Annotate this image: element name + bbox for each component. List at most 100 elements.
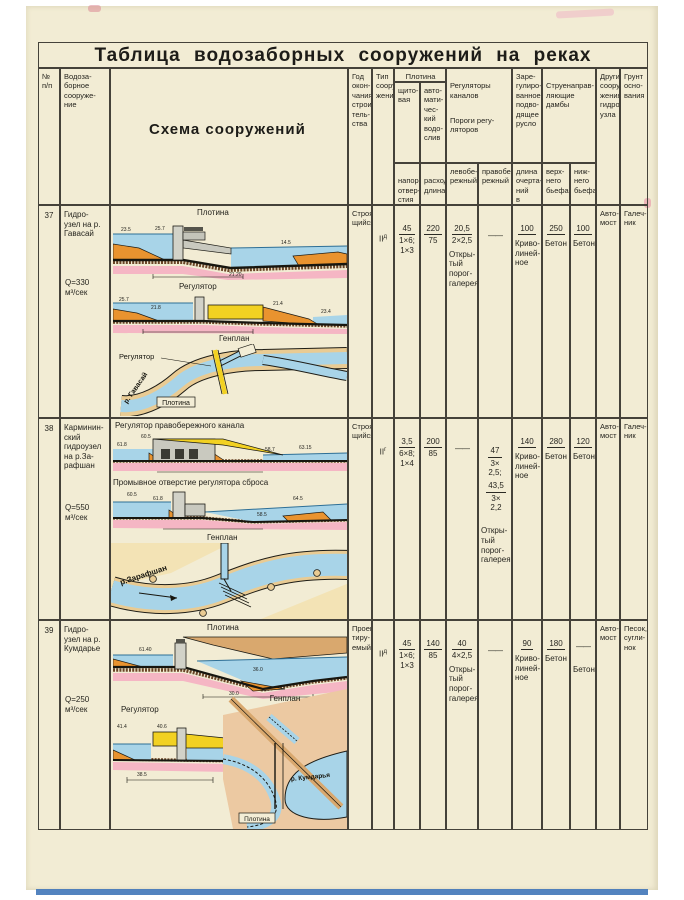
regulator-left-cell: —— (446, 418, 478, 620)
river-name-label: р. Кумдарья (290, 772, 330, 783)
intake-name: Карминин- ский гидроузел на р.За- рафшан (64, 423, 104, 471)
dim-label: 21.8 (151, 305, 161, 311)
value: 3× 2,5; (488, 458, 502, 478)
scheme-header-label: Схема сооружений (149, 121, 306, 138)
value: 47 (488, 446, 502, 458)
value: 1×6; 1×3 (399, 651, 415, 670)
note: Откры- тый порог- галерея (449, 249, 478, 288)
value: 3,5 (399, 437, 415, 449)
dim-label: 38.5 (137, 772, 147, 778)
flush-outlet-section-drawing: 60.5 61.8 64.5 58.5 (113, 491, 347, 530)
scan-edge-line (36, 889, 648, 895)
dim-label: 23.5 (121, 227, 131, 233)
value: 2×2,5 (451, 236, 473, 246)
soil-cell: Галеч- ник (620, 205, 648, 418)
header-col-number: № п/п (38, 68, 60, 205)
value: 100 (574, 224, 592, 236)
dash: —— (576, 641, 591, 651)
header-channel-sub: длина очерта- ний в плане (512, 163, 542, 205)
value: 280 (547, 437, 565, 449)
row-intake-name: Гидро- узел на р. Гавасай Q=330 м³/сек (60, 205, 110, 418)
scheme-cell-38: Регулятор правобережного канала 60.5 61.… (110, 418, 348, 620)
discharge-value: Q=250 м³/сек (65, 695, 90, 714)
header-dam-auto: авто- мати- чес- кий водо- слив (420, 82, 446, 163)
header-dam-auto-sub: расход длина (420, 163, 446, 205)
note: Бетон (545, 239, 567, 249)
dim-label: 21.20 (229, 272, 242, 278)
soil-cell: Галеч- ник (620, 418, 648, 620)
header-col-scheme: Схема сооружений (110, 68, 348, 205)
section-caption-dam: Плотина (207, 623, 239, 632)
dash: —— (455, 443, 470, 453)
dash: —— (488, 230, 503, 240)
type-cell: IIг (372, 418, 394, 620)
header-col-soil: Грунт осно- вания (620, 68, 648, 205)
value: 1×6; 1×3 (399, 236, 415, 255)
other-structures-cell: Авто- мост (596, 620, 620, 830)
dim-label: 25.7 (155, 226, 165, 232)
dim-label: 63.15 (299, 445, 312, 451)
dam-shield-sub-bot: отвер- стия (398, 185, 420, 205)
type-cell: IIд (372, 205, 394, 418)
dam-cross-section-drawing: 61.40 36.0 30.0 (113, 636, 347, 699)
value: 6×8; 1×4 (399, 449, 415, 468)
header-guide-dam-left: верх- него бьефа (542, 163, 570, 205)
value: 140 (424, 639, 442, 651)
dim-label: 61.40 (139, 647, 152, 653)
value: 40 (451, 639, 473, 651)
dim-label: 36.0 (253, 667, 263, 673)
row-intake-name: Гидро- узел на р. Кумдарье Q=250 м³/сек (60, 620, 110, 830)
year-cell: Строя- щийся (348, 418, 372, 620)
dim-label: 58.5 (257, 512, 267, 518)
header-col-other: Другие соору- жения гидро- узла (596, 68, 620, 205)
header-col-type: Тип соору- жения (372, 68, 394, 205)
header-reg-left: левобе- режный (446, 163, 478, 205)
note: Криво- линей- ное (515, 654, 541, 683)
header-regulators: Регуляторы каналов Пороги регу- ляторов … (446, 68, 512, 163)
dam-shield-sub-top: напор (398, 176, 419, 186)
header-guide-dam-right: ниж- него бьефа (570, 163, 596, 205)
type-superscript: г (384, 447, 387, 454)
type-base: II (379, 234, 384, 244)
other-structures-cell: Авто- мост (596, 205, 620, 418)
value: 75 (428, 236, 438, 246)
row-intake-name: Карминин- ский гидроузел на р.За- рафшан… (60, 418, 110, 620)
plan-regulator-label: Регулятор (119, 352, 154, 361)
header-channel: Заре- гулиро- ванное подво- дящее русло (512, 68, 542, 163)
header-col-intake: Водоза- борное сооруже- ние (60, 68, 110, 205)
type-cell: IIд (372, 620, 394, 830)
note: Бетон (545, 654, 567, 664)
value: 200 (424, 437, 442, 449)
header-guide-dams: Струенаправ- ляющие дамбы длина креплени… (542, 68, 596, 163)
type-superscript: д (383, 234, 387, 241)
header-dam-shield: щито- вая (394, 82, 420, 163)
dam-cross-section-drawing: 23.5 25.7 14.5 21.20 (113, 225, 347, 280)
row-number: 37 (38, 205, 60, 418)
value: 120 (574, 437, 592, 449)
channel-cell: 140 Криво- линей- ное (512, 418, 542, 620)
scan-artifact (88, 5, 101, 12)
dim-label: 64.5 (293, 496, 303, 502)
value: 85 (428, 651, 438, 661)
value: 90 (520, 639, 534, 651)
dim-label: 30.0 (229, 691, 239, 697)
note: Бетон (545, 452, 567, 462)
scheme-cell-37: Плотина 23.5 25.7 14.5 21.20 Регулятор (110, 205, 348, 418)
value: 4×2,5 (451, 651, 473, 661)
header-col-year: Год окон- чания строи- тель- ства (348, 68, 372, 205)
value: 100 (518, 224, 536, 236)
dim-label: 41.4 (117, 724, 127, 730)
header-dam-title: Плотина (394, 68, 446, 82)
channel-cell: 90 Криво- линей- ное (512, 620, 542, 830)
note: Бетон (573, 239, 595, 249)
guide-dams-title: Струенаправ- ляющие дамбы (546, 81, 594, 110)
note: Откры- тый порог- галерея (449, 664, 478, 703)
regulators-title: Регуляторы каналов (450, 81, 491, 100)
